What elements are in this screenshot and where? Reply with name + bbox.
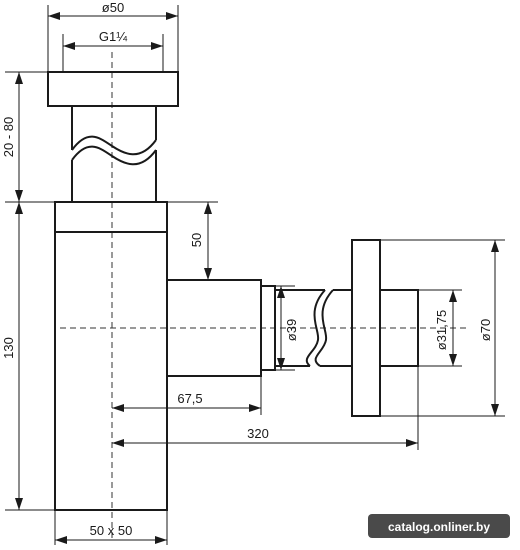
tail-pipe-break-lower: [71, 145, 157, 166]
offset-top-label: 50: [189, 233, 204, 247]
thread-label: G1¼: [99, 29, 127, 44]
trap-body: [54, 201, 168, 511]
dimension-height-adjust: 20 - 80: [1, 72, 23, 202]
outlet-pipe-break-left: [305, 289, 326, 367]
pipe-diameter-label: ø31,75: [434, 310, 449, 350]
body-height-label: 130: [1, 337, 16, 359]
flange-diameter-label: ø70: [478, 319, 493, 341]
tail-pipe-break-upper: [71, 135, 157, 156]
dimension-thread: G1¼: [63, 29, 163, 50]
dimension-outlet-diameter: ø39: [277, 286, 299, 370]
dimension-nut-diameter: ø50: [48, 0, 178, 20]
tail-pipe: [71, 106, 157, 202]
dimension-total-reach: 320: [112, 426, 418, 447]
dimension-body-section: 50 x 50: [55, 523, 167, 544]
watermark: catalog.onliner.by: [368, 514, 510, 538]
nut-diameter-label: ø50: [102, 0, 124, 15]
outlet-reach-label: 67,5: [177, 391, 202, 406]
extension-lines: [5, 5, 505, 545]
dimension-pipe-diameter: ø31,75: [434, 290, 457, 366]
top-nut: [47, 71, 179, 107]
watermark-text: catalog.onliner.by: [388, 520, 490, 534]
total-reach-label: 320: [247, 426, 269, 441]
dimension-outlet-reach: 67,5: [112, 391, 261, 412]
outlet-pipe-break-right: [314, 289, 334, 367]
wall-sleeve: [379, 289, 419, 367]
dimension-offset-top: 50: [189, 202, 212, 280]
body-section-label: 50 x 50: [90, 523, 133, 538]
height-adjust-label: 20 - 80: [1, 117, 16, 157]
outlet-diameter-label: ø39: [284, 319, 299, 341]
dimension-flange-diameter: ø70: [478, 240, 499, 416]
dimension-body-height: 130: [1, 202, 23, 510]
outlet-collar: [260, 285, 276, 371]
